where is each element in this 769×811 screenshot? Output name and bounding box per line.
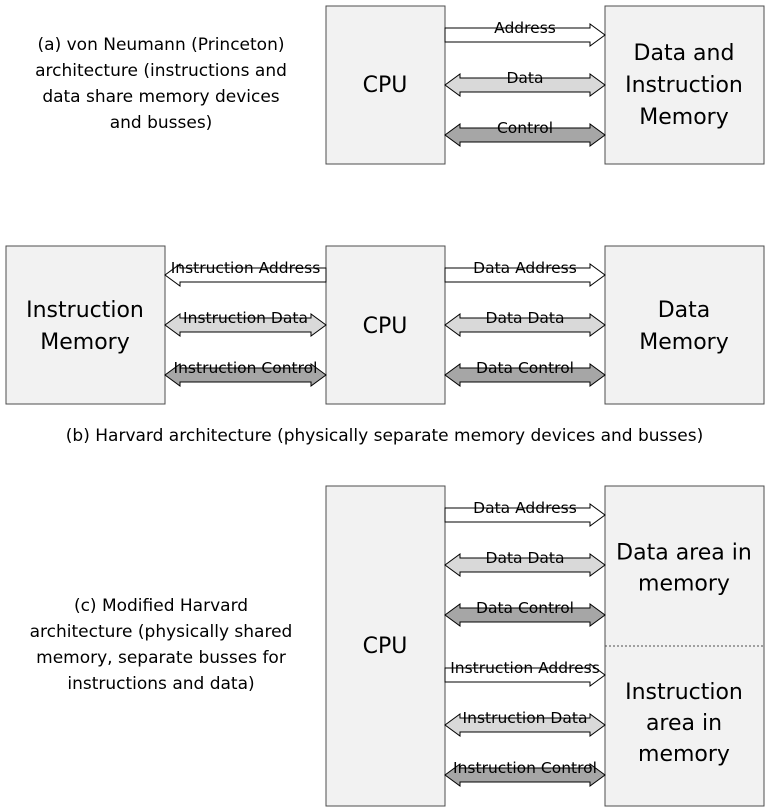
cpu-box bbox=[325, 5, 446, 165]
caption-line: architecture (physically shared bbox=[29, 622, 293, 642]
caption-line: (b) Harvard architecture (physically sep… bbox=[65, 426, 704, 446]
bus-arrow-label: Data Data bbox=[486, 309, 565, 327]
bus-arrow bbox=[444, 603, 606, 627]
data-instruction-memory-box bbox=[604, 5, 765, 165]
bus-arrow-label: Data Data bbox=[486, 549, 565, 567]
cpu-label: CPU bbox=[363, 634, 408, 659]
cpu-box bbox=[325, 245, 446, 405]
bus-arrow bbox=[444, 503, 606, 527]
bus-arrow-label: Data Control bbox=[476, 359, 574, 377]
data-area-label: Data area in memory bbox=[616, 540, 752, 596]
bus-arrow bbox=[444, 73, 606, 97]
caption-line: and busses) bbox=[109, 113, 213, 133]
label-line: Data bbox=[658, 298, 711, 323]
label-line: memory bbox=[638, 742, 730, 767]
bus-arrow-label: Data Control bbox=[476, 599, 574, 617]
bus-arrow bbox=[164, 263, 327, 287]
bus-arrow-label: Data Address bbox=[473, 499, 577, 517]
cpu-label: CPU bbox=[363, 314, 408, 339]
caption-line: instructions and data) bbox=[67, 674, 255, 694]
bus-arrow bbox=[444, 123, 606, 147]
bus-arrow bbox=[444, 713, 606, 737]
label-line: Memory bbox=[639, 105, 728, 130]
label-line: Instruction bbox=[26, 298, 144, 323]
label-line: Data area in bbox=[616, 540, 752, 565]
label-line: Memory bbox=[639, 330, 728, 355]
caption-line: data share memory devices bbox=[42, 87, 280, 107]
label-line: memory bbox=[638, 571, 730, 596]
bus-arrow-label: Instruction Data bbox=[463, 709, 588, 727]
bus-arrow bbox=[444, 313, 606, 337]
label-line: Instruction bbox=[625, 680, 743, 705]
bus-arrow-label: Instruction Control bbox=[174, 359, 318, 377]
bus-arrow bbox=[444, 363, 606, 387]
caption-line: memory, separate busses for bbox=[36, 648, 286, 668]
bus-arrow-label: Instruction Address bbox=[171, 259, 321, 277]
caption-line: (a) von Neumann (Princeton) bbox=[37, 35, 285, 55]
bus-arrow-label: Address bbox=[494, 19, 556, 37]
bus-arrow bbox=[444, 763, 606, 787]
caption-von-neumann: (a) von Neumann (Princeton) architecture… bbox=[0, 32, 322, 136]
bus-arrow bbox=[164, 363, 327, 387]
label-line: CPU bbox=[363, 314, 408, 339]
caption-line: architecture (instructions and bbox=[35, 61, 287, 81]
instruction-area-label: Instruction area in memory bbox=[625, 680, 743, 767]
instruction-memory-box bbox=[5, 245, 166, 405]
label-line: CPU bbox=[363, 634, 408, 659]
bus-arrow bbox=[444, 263, 606, 287]
caption-harvard: (b) Harvard architecture (physically sep… bbox=[0, 423, 769, 449]
bus-arrow bbox=[164, 313, 327, 337]
bus-arrow-label: Instruction Data bbox=[183, 309, 308, 327]
bus-arrow-label: Data bbox=[506, 69, 543, 87]
label-line: Data and bbox=[634, 41, 735, 66]
bus-arrow-label: Data Address bbox=[473, 259, 577, 277]
label-line: Memory bbox=[40, 330, 129, 355]
label-line: area in bbox=[646, 711, 722, 736]
caption-line: (c) Modified Harvard bbox=[73, 596, 249, 616]
bus-arrow-label: Instruction Control bbox=[453, 759, 597, 777]
bus-arrow bbox=[444, 23, 606, 47]
bus-arrow bbox=[444, 553, 606, 577]
bus-arrow-label: Control bbox=[497, 119, 553, 137]
bus-arrow bbox=[444, 663, 606, 687]
bus-arrow-label: Instruction Address bbox=[450, 659, 600, 677]
label-line: CPU bbox=[363, 73, 408, 98]
cpu-box bbox=[325, 485, 446, 807]
caption-modified-harvard: (c) Modified Harvard architecture (physi… bbox=[0, 593, 322, 697]
label-line: Instruction bbox=[625, 73, 743, 98]
cpu-label: CPU bbox=[363, 73, 408, 98]
data-memory-box bbox=[604, 245, 765, 405]
